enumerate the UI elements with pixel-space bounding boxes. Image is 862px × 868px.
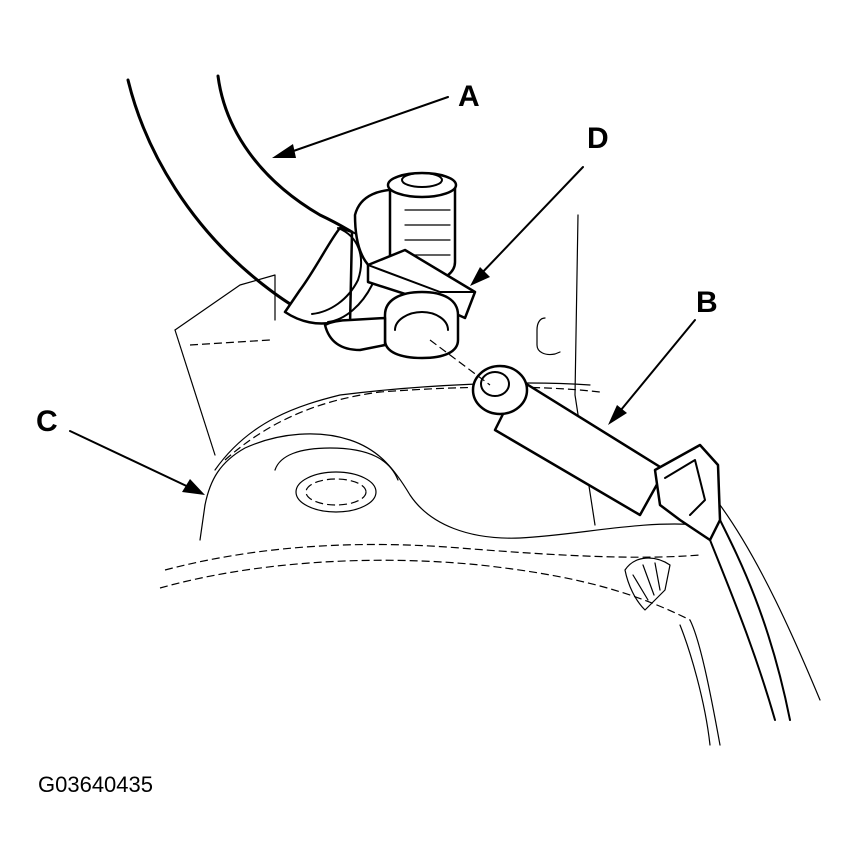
callout-leader-a xyxy=(272,96,449,158)
hose xyxy=(126,74,377,327)
bolt-assembly xyxy=(323,171,477,360)
callout-leader-c xyxy=(69,430,205,495)
callout-leader-b xyxy=(608,319,696,425)
figure-id: G03640435 xyxy=(38,772,153,797)
callout-leader-d xyxy=(470,166,584,286)
label-a: A xyxy=(458,80,480,113)
label-c: C xyxy=(36,405,58,438)
label-d: D xyxy=(587,122,609,155)
pin-bolt xyxy=(429,339,821,721)
label-b: B xyxy=(696,286,718,319)
